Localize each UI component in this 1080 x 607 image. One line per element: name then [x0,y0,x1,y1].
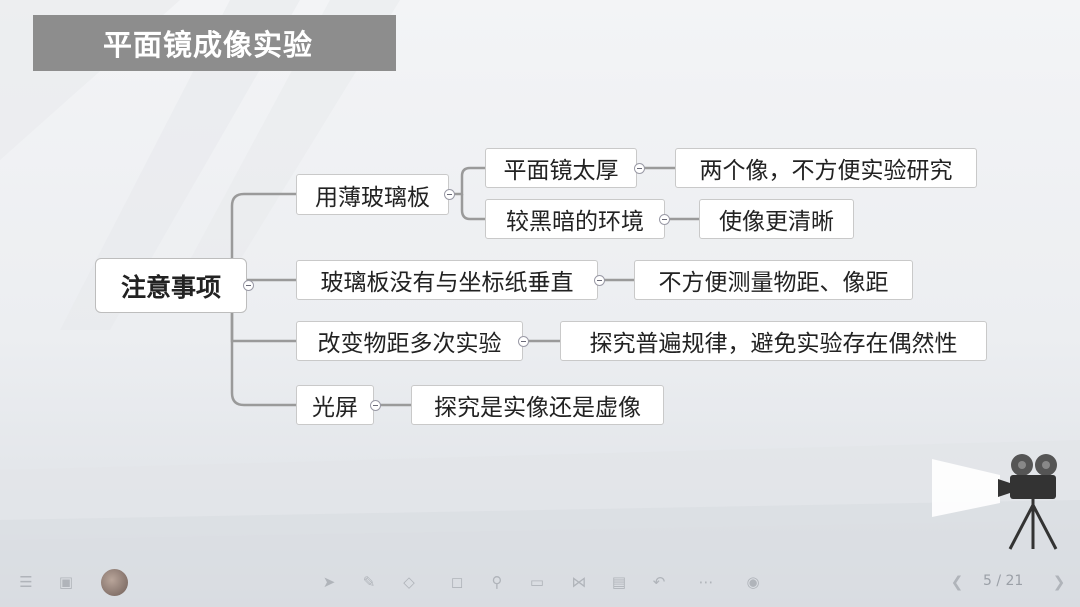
mindmap-node-not-perpendicular[interactable]: 玻璃板没有与坐标纸垂直 [296,260,598,300]
node-label: 两个像，不方便实验研究 [699,158,953,184]
undo-icon[interactable]: ↶ [652,573,666,591]
mindmap-node-two-images[interactable]: 两个像，不方便实验研究 [675,148,977,188]
mindmap-node-real-virtual[interactable]: 探究是实像还是虚像 [411,385,664,425]
pen-icon[interactable]: ✎ [362,573,376,591]
node-label: 探究普遍规律，避免实验存在偶然性 [589,331,958,357]
zoom-icon[interactable]: ⚲ [491,573,503,591]
collapse-toggle-not-perpendicular[interactable] [594,275,605,286]
mindmap-node-light-screen[interactable]: 光屏 [296,385,374,425]
mindmap-node-clearer-image[interactable]: 使像更清晰 [699,199,854,239]
mindmap-node-mirror-thick[interactable]: 平面镜太厚 [485,148,637,188]
collapse-toggle-thin-glass[interactable] [444,189,455,200]
mindmap-node-general-rule[interactable]: 探究普遍规律，避免实验存在偶然性 [560,321,987,361]
mindmap-node-measure-distance[interactable]: 不方便测量物距、像距 [634,260,913,300]
page-indicator: 5 / 21 [983,573,1024,589]
node-label: 玻璃板没有与坐标纸垂直 [320,270,574,296]
node-label: 探究是实像还是虚像 [434,395,641,421]
eraser-icon[interactable]: ◇ [403,573,415,591]
mindmap-node-thin-glass[interactable]: 用薄玻璃板 [296,174,449,215]
root-label: 注意事项 [120,272,221,302]
mindmap-root-node[interactable]: 注意事项 [95,258,247,313]
collapse-toggle-mirror-thick[interactable] [634,163,645,174]
mindmap-node-dark-env[interactable]: 较黑暗的环境 [485,199,665,239]
node-label: 光屏 [312,395,358,421]
screen-icon[interactable]: ▭ [529,573,545,591]
pointer-icon[interactable]: ➤ [322,573,336,591]
node-label: 不方便测量物距、像距 [658,270,889,296]
next-icon[interactable]: ❯ [1052,573,1066,591]
node-label: 改变物距多次实验 [317,331,502,357]
grid-icon[interactable]: ⋈ [571,573,587,591]
board-icon[interactable]: ▤ [611,573,627,591]
menu-icon[interactable]: ☰ [19,573,33,591]
film-projector-icon [932,454,1058,550]
node-label: 平面镜太厚 [503,158,619,184]
slides-icon[interactable]: ▣ [58,573,74,591]
mic-icon[interactable]: ◉ [746,573,760,591]
node-label: 较黑暗的环境 [506,209,644,235]
collapse-toggle-dark-env[interactable] [659,214,670,225]
prev-icon[interactable]: ❮ [950,573,964,591]
mindmap-node-multiple-trials[interactable]: 改变物距多次实验 [296,321,523,361]
avatar[interactable] [101,569,128,596]
node-label: 用薄玻璃板 [315,184,430,211]
collapse-toggle-multiple-trials[interactable] [518,336,529,347]
shape-icon[interactable]: ◻ [450,573,464,591]
page-title: 平面镜成像实验 [33,15,396,71]
collapse-toggle-light-screen[interactable] [370,400,381,411]
node-label: 使像更清晰 [719,209,834,235]
collapse-toggle-root[interactable] [243,280,254,291]
more-icon[interactable]: ⋯ [698,573,714,591]
